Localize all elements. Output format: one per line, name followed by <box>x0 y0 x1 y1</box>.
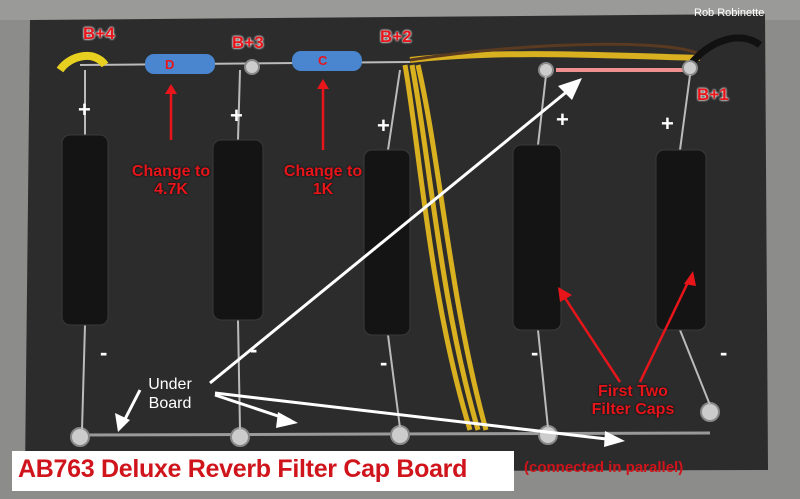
capacitor-4 <box>512 144 562 331</box>
minus-sign: - <box>531 340 539 365</box>
plus-sign: + <box>661 111 674 136</box>
node-label-b1: B+1 <box>697 85 729 104</box>
title-banner <box>12 451 514 491</box>
photo-credit: Rob Robinette <box>694 7 765 19</box>
minus-sign: - <box>720 340 728 365</box>
node-label-b3: B+3 <box>232 33 264 52</box>
resistor-letter-d: D <box>165 57 175 72</box>
node-label-b4: B+4 <box>83 24 115 43</box>
plus-sign: + <box>377 113 390 138</box>
node-label-b2: B+2 <box>380 27 412 46</box>
first-two-caps-label: First Two Filter Caps <box>591 383 675 419</box>
resistor-letter-c: C <box>318 53 328 68</box>
minus-sign: - <box>380 350 388 375</box>
plus-sign: + <box>78 97 91 122</box>
plus-sign: + <box>230 103 243 128</box>
capacitor-3 <box>363 149 411 336</box>
title: AB763 Deluxe Reverb Filter Cap Board <box>18 455 468 483</box>
resistor-d-note: Change to 4.7K <box>131 163 211 199</box>
yellow-wire <box>409 51 701 63</box>
capacitor-1 <box>61 134 109 326</box>
minus-sign: - <box>250 337 258 362</box>
capacitor-2 <box>212 139 264 321</box>
capacitor-5 <box>655 149 707 331</box>
resistor-d <box>145 54 215 74</box>
plus-sign: + <box>556 107 569 132</box>
under-board-label: Under Board <box>148 376 192 413</box>
subtitle: (connected in parallel) <box>524 459 684 476</box>
resistor-c-note: Change to 1K <box>283 163 363 199</box>
resistor-c <box>292 51 362 71</box>
minus-sign: - <box>100 340 108 365</box>
